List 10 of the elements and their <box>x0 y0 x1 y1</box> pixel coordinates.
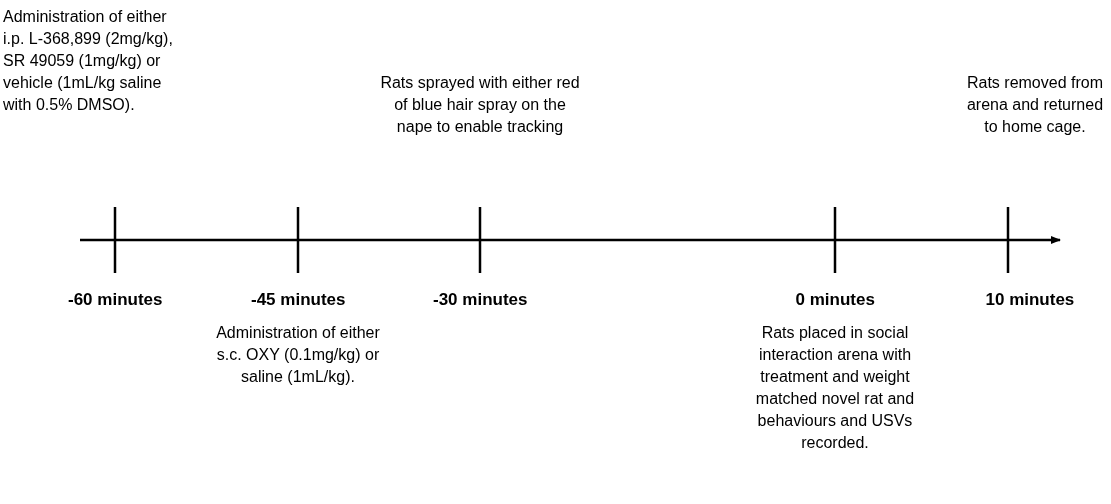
event-note: Rats sprayed with either red of blue hair spray on the nape to enable tracking <box>380 73 580 137</box>
time-label: -45 minutes <box>251 289 346 311</box>
time-label: 0 minutes <box>795 289 875 311</box>
event-note: Administration of either s.c. OXY (0.1mg/kg) or saline (1mL/kg). <box>215 323 381 387</box>
time-label: 10 minutes <box>985 289 1075 311</box>
event-note: Administration of either i.p. L-368,899 (2mg/kg), SR 49059 (1mg/kg) or vehicle (1mL/kg saline with 0.5% DMSO). <box>3 7 174 115</box>
event-note: Rats placed in social interaction arena with treatment and weight matched novel rat and behaviours and USVs recorded. <box>754 323 916 453</box>
time-label: -60 minutes <box>68 289 163 311</box>
event-note: Rats removed from arena and returned to home cage. <box>965 73 1105 137</box>
time-label: -30 minutes <box>433 289 528 311</box>
